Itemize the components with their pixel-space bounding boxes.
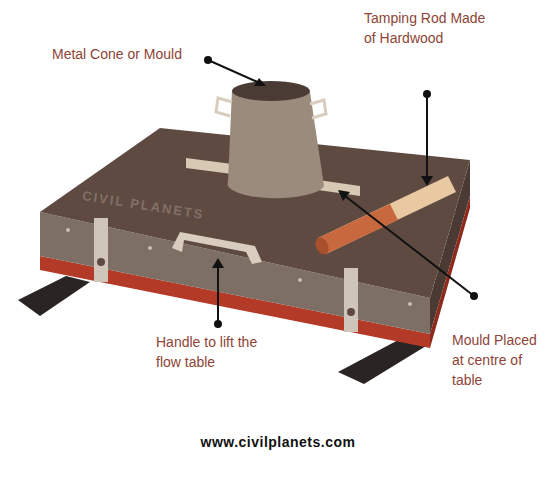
leader-line xyxy=(426,94,428,178)
cone-top xyxy=(232,81,310,101)
part-label: Mould Placed at centre of table xyxy=(452,330,548,390)
hole xyxy=(408,302,412,306)
website-caption: www.civilplanets.com xyxy=(128,432,428,452)
hole xyxy=(148,246,152,250)
clip xyxy=(94,218,108,282)
leader-arrow xyxy=(338,190,350,201)
clip xyxy=(344,268,358,332)
rod-tip xyxy=(313,235,331,256)
leader-arrow xyxy=(254,78,266,86)
cone-foot xyxy=(186,158,232,174)
part-label: Handle to lift the flow table xyxy=(156,332,260,372)
leader-line xyxy=(208,60,262,84)
clip-screw xyxy=(97,258,105,266)
table-leg xyxy=(338,338,426,384)
clip-screw xyxy=(347,308,355,316)
leader-arrow xyxy=(421,176,433,186)
hole xyxy=(66,228,70,232)
metal-cone xyxy=(228,90,324,198)
cone-handle xyxy=(216,98,232,116)
leader-arrow xyxy=(212,258,224,268)
leader-line xyxy=(345,196,474,296)
hole xyxy=(298,278,302,282)
leader-line xyxy=(217,268,219,324)
part-label: Tamping Rod Made of Hardwood xyxy=(364,8,496,48)
table-leg xyxy=(18,276,90,316)
cone-handle xyxy=(310,100,326,118)
tamping-rod xyxy=(318,176,456,254)
part-label: Metal Cone or Mould xyxy=(52,44,202,64)
cone-foot xyxy=(318,180,360,196)
table-handle xyxy=(172,232,262,264)
